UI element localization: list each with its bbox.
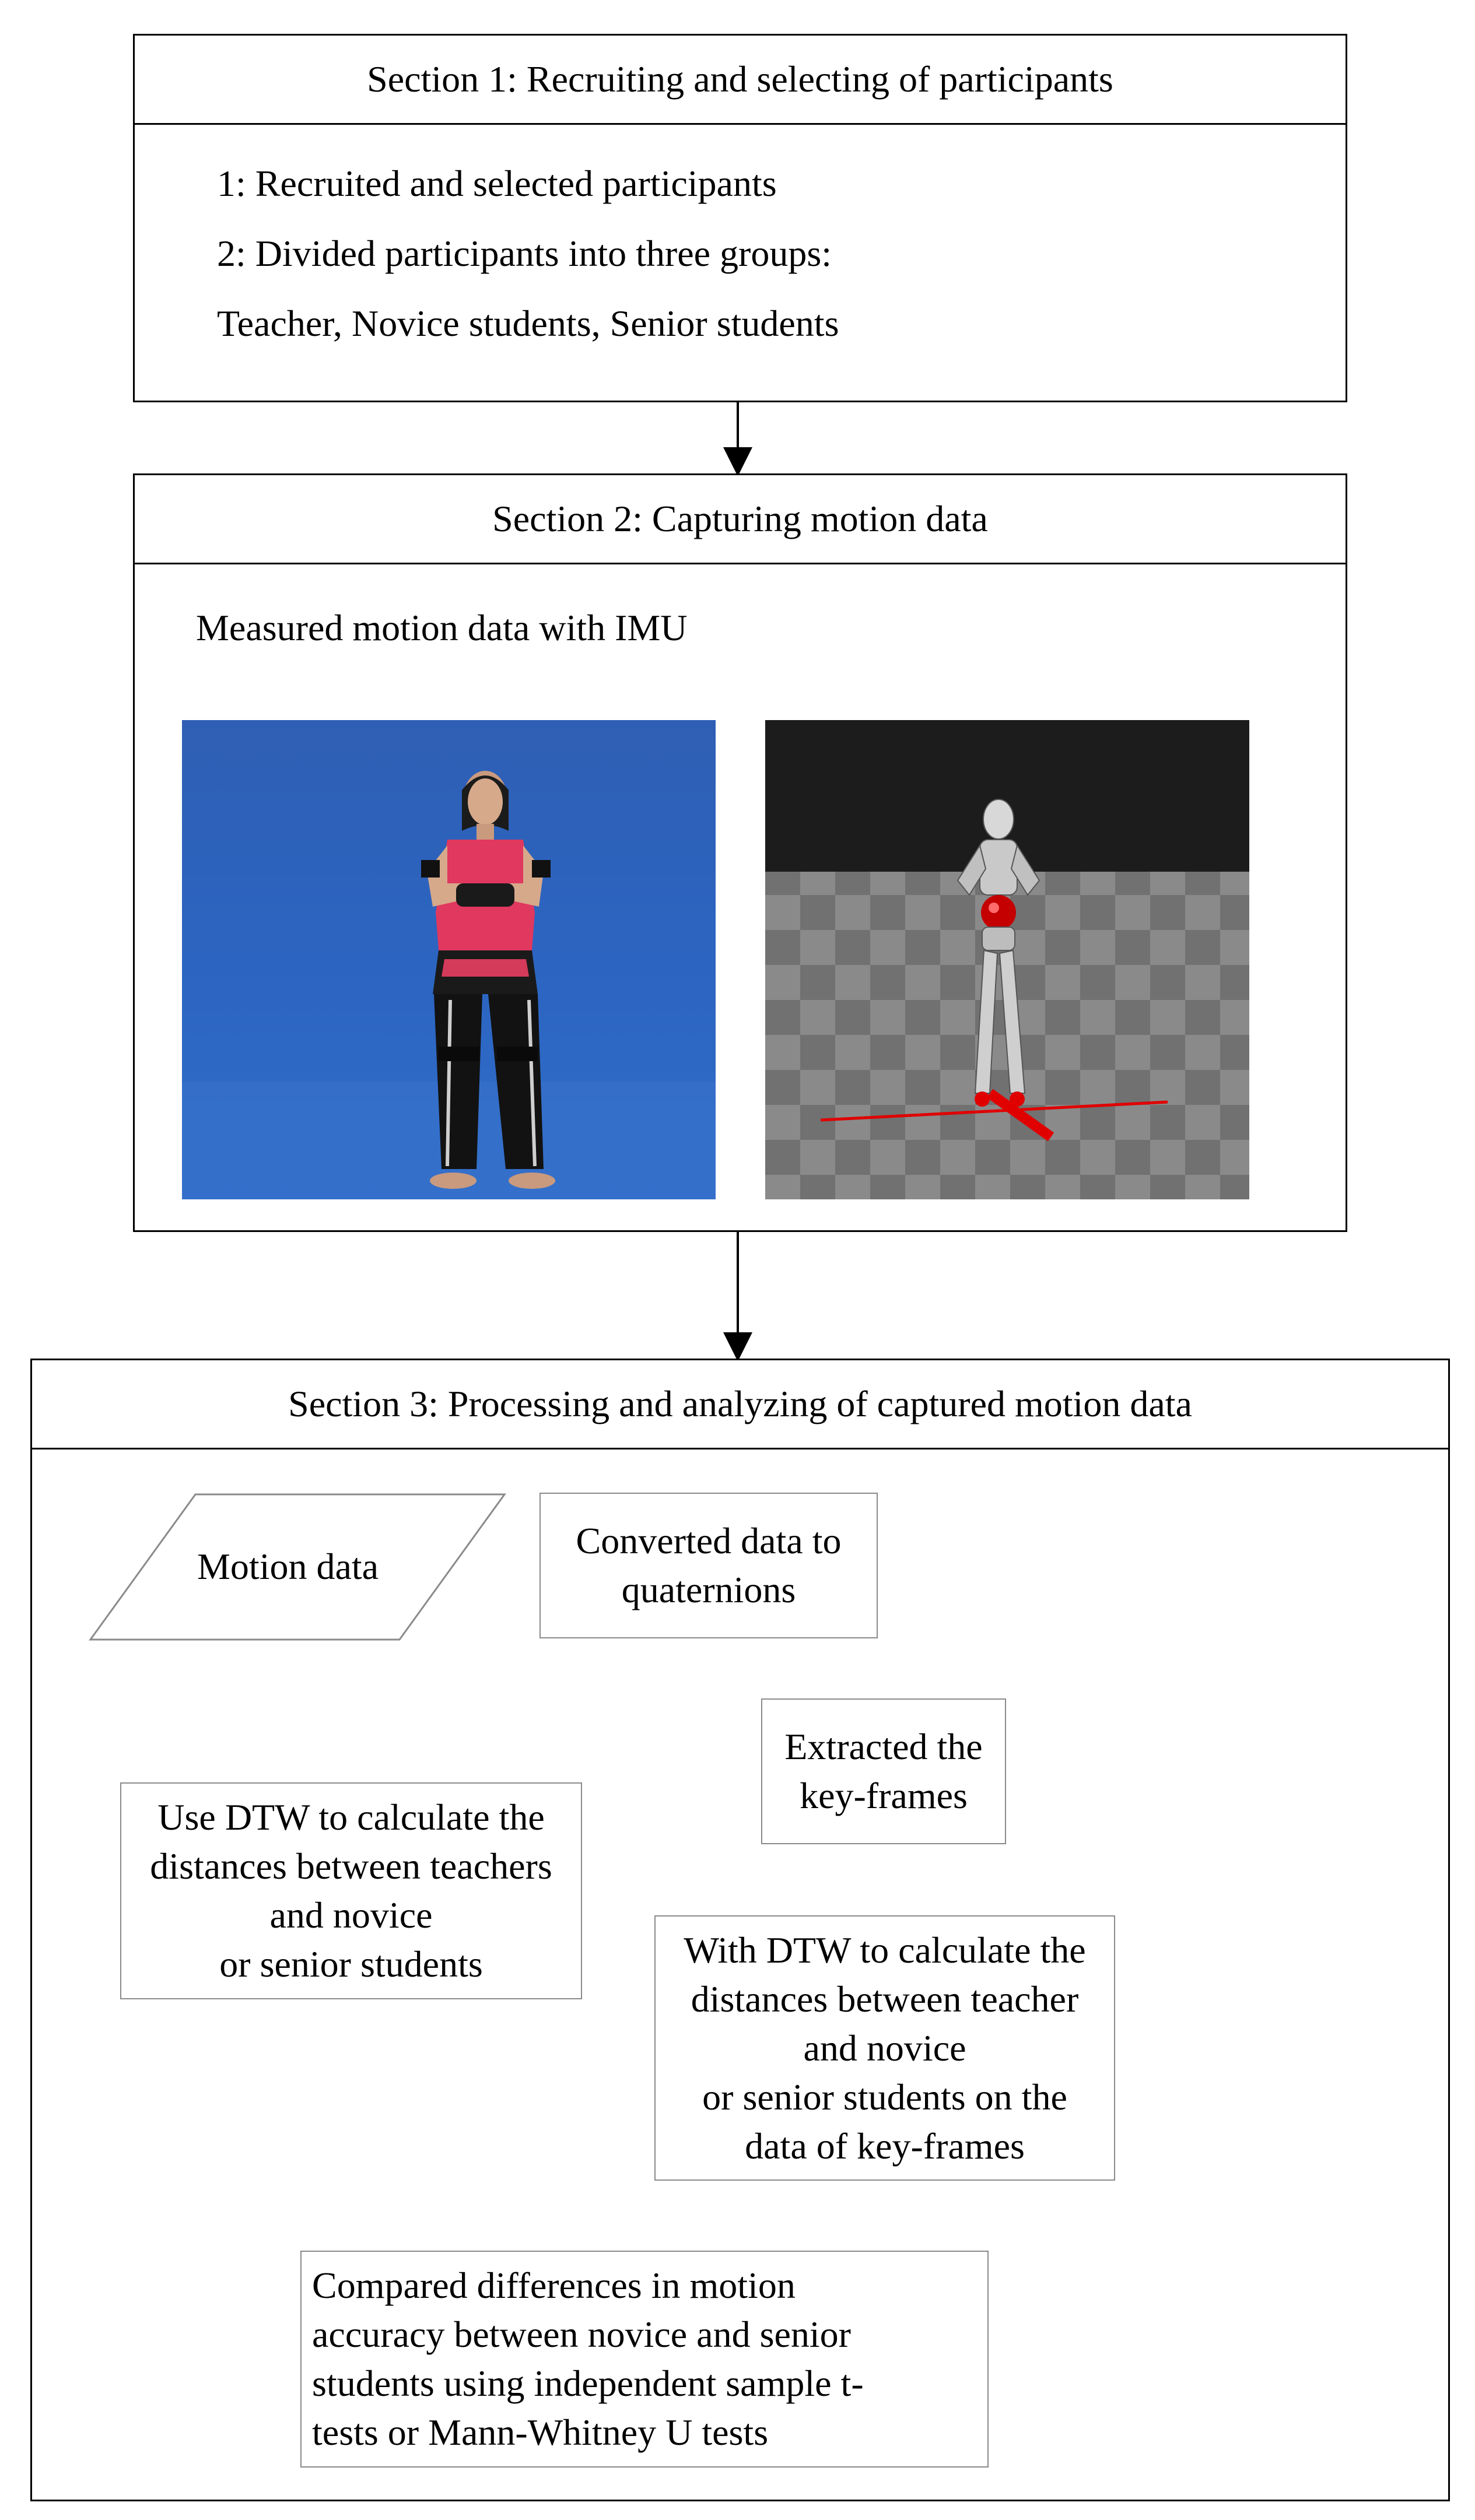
- section-1-title: Section 1: Recruiting and selecting of p…: [135, 36, 1346, 125]
- convert-quaternions-node: Converted data to quaternions: [539, 1493, 878, 1638]
- keyframes-label: Extracted the key-frames: [784, 1726, 983, 1816]
- section-1-line-2: 2: Divided participants into three group…: [217, 233, 832, 274]
- dtw-full-label: Use DTW to calculate the distances betwe…: [150, 1796, 552, 1985]
- dtw-keyframes-label: With DTW to calculate the distances betw…: [684, 1929, 1086, 2167]
- participant-photo: [182, 720, 716, 1199]
- motion-data-label: Motion data: [197, 1546, 379, 1587]
- compare-label: Compared differences in motion accuracy …: [312, 2265, 864, 2453]
- section-1-box: Section 1: Recruiting and selecting of p…: [133, 34, 1347, 402]
- avatar-render: [765, 720, 1249, 1199]
- compare-node: Compared differences in motion accuracy …: [300, 2251, 989, 2468]
- dtw-full-node: Use DTW to calculate the distances betwe…: [120, 1782, 582, 1999]
- section-1-line-3: Teacher, Novice students, Senior student…: [217, 303, 839, 344]
- section-1-line-1: 1: Recruited and selected participants: [217, 163, 777, 204]
- dtw-keyframes-node: With DTW to calculate the distances betw…: [654, 1915, 1115, 2181]
- section-2-title: Section 2: Capturing motion data: [135, 475, 1346, 564]
- section-2-caption: Measured motion data with IMU: [196, 607, 688, 648]
- motion-data-parallelogram: [89, 1493, 506, 1641]
- convert-quaternions-label: Converted data to quaternions: [576, 1520, 842, 1610]
- keyframes-node: Extracted the key-frames: [761, 1698, 1006, 1844]
- section-3-title: Section 3: Processing and analyzing of c…: [32, 1360, 1448, 1449]
